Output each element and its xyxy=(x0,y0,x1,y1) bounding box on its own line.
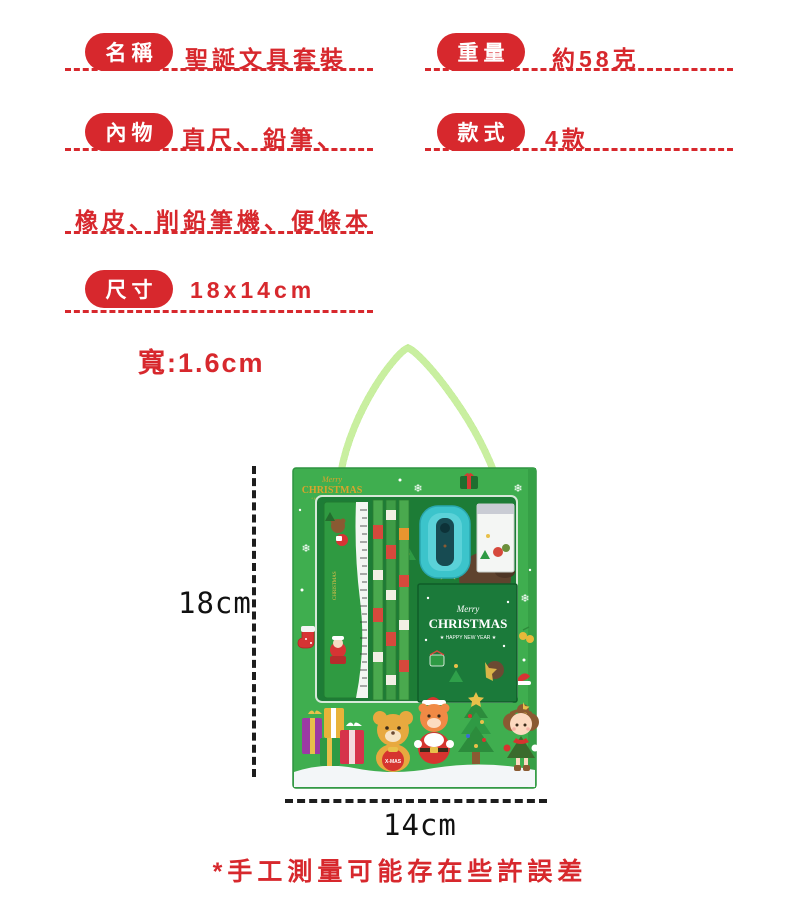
teddy-bear: X-MAS xyxy=(373,711,413,772)
svg-text:CHRISTMAS: CHRISTMAS xyxy=(302,485,363,496)
rope-handle-icon xyxy=(337,344,498,476)
divider-dashed xyxy=(65,310,373,313)
divider-dashed xyxy=(425,148,733,151)
spec-value-contents-continued: 橡皮、削鉛筆機、便條本 xyxy=(75,208,372,234)
measurement-disclaimer: *手工測量可能存在些許誤差 xyxy=(212,858,588,886)
pencil-sharpener xyxy=(419,505,471,579)
svg-text:★ HAPPY NEW YEAR ★: ★ HAPPY NEW YEAR ★ xyxy=(440,635,497,641)
svg-text:X-MAS: X-MAS xyxy=(385,759,402,765)
box-window: CHRISTMAS xyxy=(315,495,518,703)
santa-bear xyxy=(414,697,454,764)
spec-value-style: 4款 xyxy=(545,126,589,152)
divider-dashed xyxy=(65,148,373,151)
spec-value-weight: 約58克 xyxy=(552,46,640,72)
svg-text:❄: ❄ xyxy=(520,592,529,605)
product-photo: Merry CHRISTMAS * HAPPY NEW YEAR * ❄ ❄ ❄… xyxy=(280,340,550,795)
spec-value-contents: 直尺、鉛筆、 xyxy=(182,126,344,152)
spec-value-size: 18x14cm xyxy=(190,277,316,303)
divider-dashed xyxy=(65,68,373,71)
ruler: CHRISTMAS xyxy=(323,501,369,699)
height-measure-label: 18cm xyxy=(178,586,252,620)
snow-ground xyxy=(294,764,535,787)
width-note: 寬:1.6cm xyxy=(138,348,265,378)
spec-badge-name: 名稱 xyxy=(85,33,173,71)
bells-icon xyxy=(519,626,534,643)
svg-text:Merry: Merry xyxy=(456,604,480,614)
pencils xyxy=(372,499,410,701)
product-box-illustration: Merry CHRISTMAS * HAPPY NEW YEAR * ❄ ❄ ❄… xyxy=(292,344,539,789)
spec-badge-size: 尺寸 xyxy=(85,270,173,308)
girl-character xyxy=(503,702,539,771)
santa-hat-icon xyxy=(516,673,531,685)
gift-pile xyxy=(302,708,364,766)
svg-text:❄: ❄ xyxy=(301,542,310,555)
eraser xyxy=(476,503,515,573)
spec-badge-contents: 內物 xyxy=(85,113,173,151)
svg-text:CHRISTMAS: CHRISTMAS xyxy=(333,571,338,600)
spec-badge-style: 款式 xyxy=(437,113,525,151)
svg-text:❄: ❄ xyxy=(413,482,422,495)
box-bottom-scene: X-MAS xyxy=(294,692,539,787)
svg-text:Merry: Merry xyxy=(321,475,342,484)
width-measure-line xyxy=(285,799,547,803)
stocking-icon xyxy=(297,626,315,649)
divider-dashed xyxy=(65,231,373,234)
christmas-tree-icon xyxy=(458,692,494,764)
svg-text:❄: ❄ xyxy=(513,482,522,495)
divider-dashed xyxy=(425,68,733,71)
spec-badge-weight: 重量 xyxy=(437,33,525,71)
height-measure-line xyxy=(252,466,256,777)
gift-icon xyxy=(460,473,478,489)
width-measure-label: 14cm xyxy=(383,808,457,842)
notepad: Merry CHRISTMAS ★ HAPPY NEW YEAR ★ xyxy=(417,583,518,703)
svg-text:CHRISTMAS: CHRISTMAS xyxy=(429,616,508,631)
spec-value-name: 聖誕文具套裝 xyxy=(185,46,347,72)
